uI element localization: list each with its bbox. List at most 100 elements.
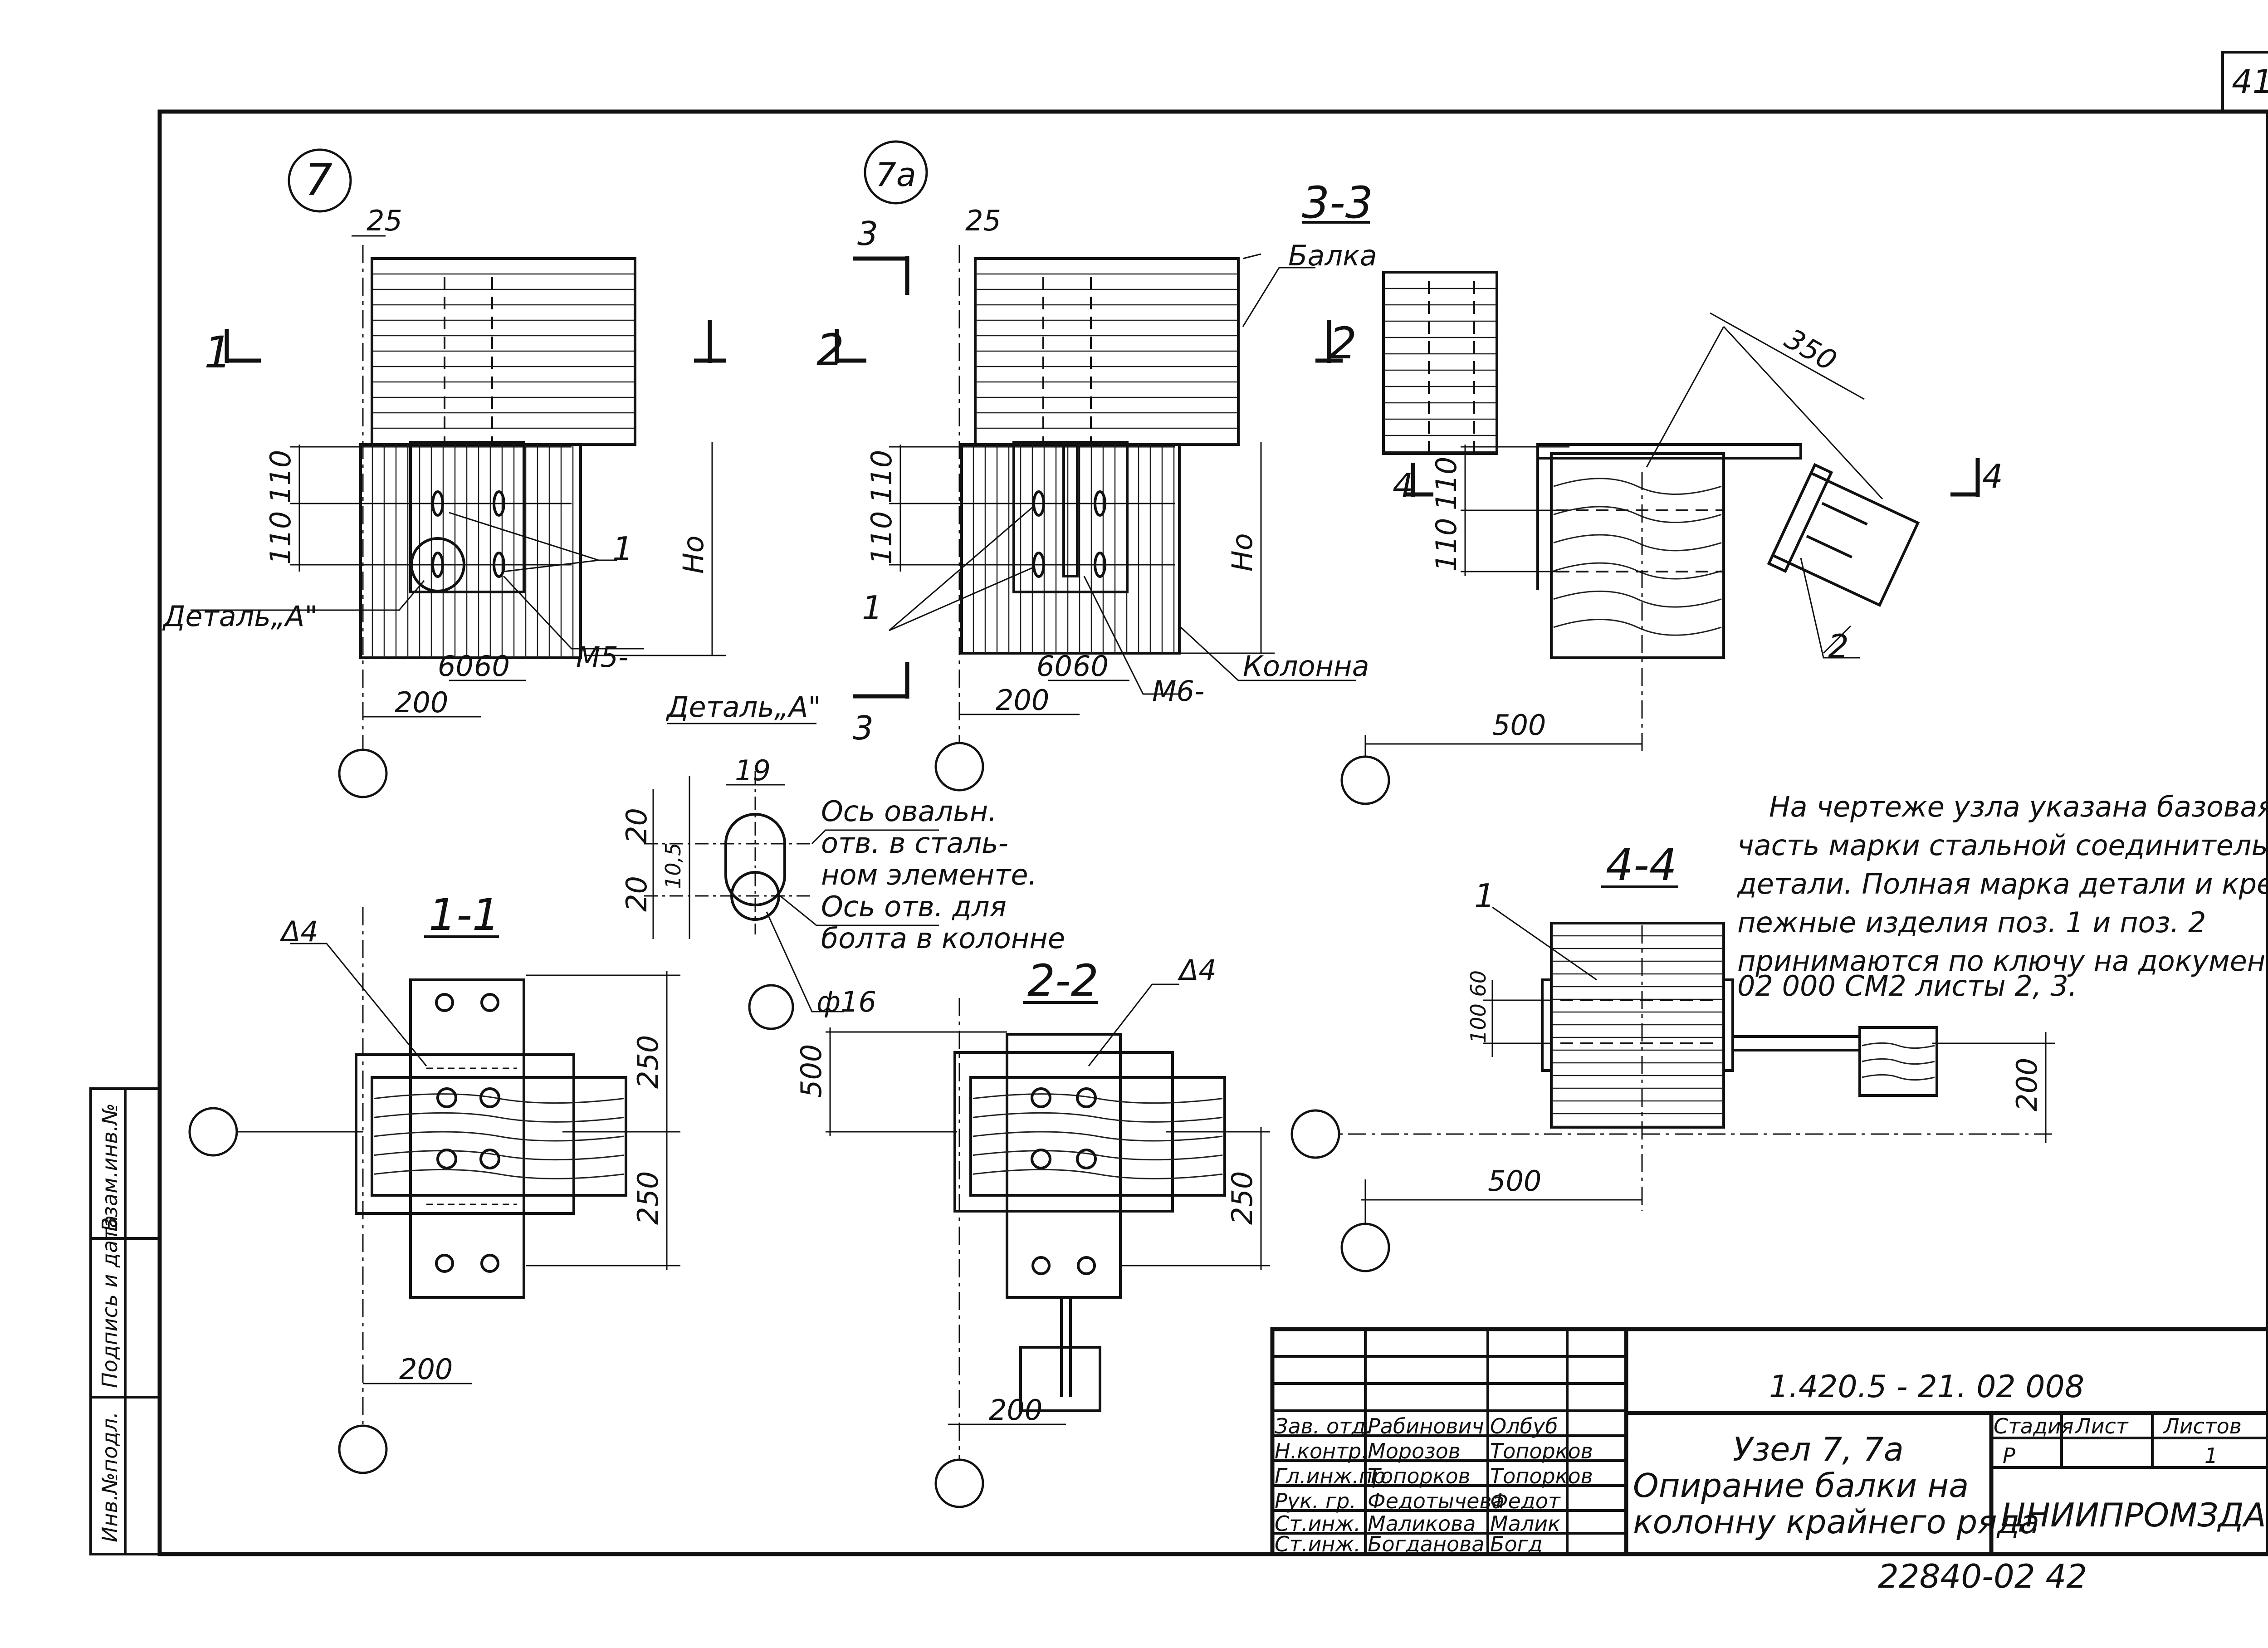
sheets-value: 1 (2204, 1443, 2218, 1468)
detail-a-label-center: Деталь„А" (665, 690, 821, 724)
strip-replace-inv: Взам.инв.№ (98, 1103, 122, 1232)
dim-25-right: 25 (965, 204, 1001, 237)
section-3-3: 3-3 35 (1302, 177, 2003, 805)
column-7 (359, 443, 582, 659)
dim-110-3-3-bottom: 110 (1430, 518, 1463, 572)
dim-60-d: 60 (1073, 650, 1109, 683)
dim-250-2-2: 250 (1226, 1171, 1259, 1225)
dim-200-2-2: 200 (989, 1394, 1042, 1427)
note-line-6: 02 000 СМ2 листы 2, 3. (1737, 969, 2077, 1002)
delta4-1-1: Δ4 (279, 915, 318, 948)
dim-200-1-1: 200 (399, 1353, 453, 1386)
axis-marker-4-4-left (1290, 1109, 1340, 1159)
beam-7-hatch (373, 273, 634, 445)
row-4-name: Маликова (1368, 1511, 1476, 1536)
ho-label-7a: Но (1226, 533, 1259, 572)
row-3-name: Федотычева (1368, 1489, 1505, 1513)
row-2-sign: Топорков (1490, 1464, 1593, 1488)
axis-marker-4-4-bottom (1340, 1223, 1390, 1272)
axis-marker-1-1-left (188, 1107, 238, 1157)
row-0-sign: Олбуб (1490, 1414, 1558, 1438)
row-2-name: Топорков (1368, 1464, 1471, 1488)
row-0-role: Зав. отд. (1275, 1414, 1372, 1438)
stage-value: Р (2003, 1443, 2015, 1468)
pos-1-label-4-4: 1 (1474, 877, 1495, 915)
bottom-number: 22840-02 42 (1878, 1557, 2087, 1595)
section-1-1-title: 1-1 (429, 890, 500, 940)
section-2-2-title: 2-2 (1027, 955, 1099, 1006)
dim-250-1-1-top: 250 (631, 1035, 665, 1089)
row-2-role: Гл.инж.пр. (1275, 1464, 1393, 1488)
dim-110-top: 110 (264, 450, 297, 504)
oval-note-3: ном элементе. (821, 858, 1037, 891)
section-1-mark-left: 1 (204, 327, 232, 378)
title-block: 1.420.5 - 21. 02 008 Узел 7, 7а Опирание… (1270, 1327, 2268, 1556)
plate-7 (409, 441, 525, 593)
note-line-2: часть марки стальной соединительной (1737, 829, 2268, 862)
section-4-4: 4-4 1 100 60 200 500 (1290, 840, 2055, 1272)
row-3-role: Рук. гр. (1275, 1489, 1356, 1513)
signatory-rows: Зав. отд. Рабинович Олбуб Н.контр. Мороз… (1275, 1414, 1593, 1556)
detail-a: 19 20 20 10,5 Ось овальн. отв. в сталь- … (620, 754, 1065, 1030)
sheet-frame (89, 51, 2268, 1556)
dim-110-7a-bottom: 110 (865, 511, 898, 565)
doc-code: 1.420.5 - 21. 02 008 (1769, 1369, 2084, 1405)
node-7-elevation: 7 25 (162, 148, 726, 798)
dim-20-bottom: 20 (620, 876, 653, 912)
row-5-sign: Богд (1490, 1532, 1543, 1556)
row-3-sign: Федот (1490, 1489, 1561, 1513)
m6-label: М6- (1152, 675, 1204, 708)
dim-200-4-4: 200 (2010, 1058, 2043, 1111)
title-line-1: Узел 7, 7а (1733, 1430, 1904, 1468)
row-1-name: Морозов (1368, 1439, 1461, 1463)
oval-note-1: Ось овальн. (821, 795, 997, 828)
section-4-mark-left: 4 (1393, 466, 1413, 504)
col-stage: Стадия (1994, 1414, 2073, 1438)
node-7a-marker (864, 140, 928, 205)
axis-marker-2-2 (934, 1458, 984, 1508)
row-5-name: Богданова (1368, 1532, 1484, 1556)
axis-marker-3-3 (1340, 755, 1390, 805)
org-name: ЦНИИПРОМЗДАНИЙ (2000, 1496, 2268, 1534)
ho-label-7: Но (677, 535, 710, 574)
pos-2-label: 2 (1828, 627, 1849, 665)
section-4-mark-right: 4 (1982, 457, 2003, 495)
dim-25-left: 25 (367, 204, 402, 237)
note-line-5: принимаются по ключу на документе (1737, 944, 2268, 978)
dim-250-1-1-bottom: 250 (631, 1171, 665, 1225)
dim-60-a: 60 (438, 650, 474, 683)
row-0-name: Рабинович (1368, 1414, 1484, 1438)
strip-inv-no: Инв.№подл. (98, 1412, 122, 1542)
row-1-role: Н.контр. (1275, 1439, 1368, 1463)
phi16-label: ф16 (816, 985, 876, 1018)
dim-110-bottom: 110 (264, 511, 297, 565)
node-7-marker (288, 148, 352, 213)
axis-marker-7 (338, 748, 388, 798)
col-sheets: Листов (2163, 1414, 2242, 1438)
axis-marker-7a (934, 742, 984, 792)
section-1-1: 1-1 Δ4 250 250 200 (188, 890, 680, 1474)
dim-110-3-3-top: 110 (1430, 457, 1463, 510)
section-4-4-title: 4-4 (1606, 840, 1677, 890)
row-1-sign: Топорков (1490, 1439, 1593, 1463)
dim-110-7a-top: 110 (865, 450, 898, 504)
row-4-role: Ст.инж. (1275, 1511, 1361, 1536)
detail-a-label-7: Деталь„А" (162, 600, 318, 633)
oval-note-5: болта в колонне (821, 922, 1065, 955)
page-number: 41 (2232, 63, 2268, 101)
note-line-3: детали. Полная марка детали и кре- (1737, 867, 2268, 900)
row-5-role: Ст.инж. (1275, 1532, 1361, 1556)
node-7a-elevation: 7а 2 (665, 140, 1377, 792)
dim-200-7: 200 (395, 686, 448, 719)
axis-marker-detail-a (748, 984, 794, 1030)
dim-500-3-3: 500 (1492, 709, 1546, 742)
oval-note-4: Ось отв. для (821, 890, 1007, 923)
title-line-2: Опирание балки на (1633, 1467, 1969, 1505)
dim-500-2-2: 500 (795, 1044, 828, 1098)
dim-19: 19 (735, 754, 771, 787)
node-7-number: 7 (305, 155, 332, 205)
axis-marker-1-1-bottom (338, 1424, 388, 1474)
section-2-mark-left: 2 (816, 325, 844, 376)
section-3-mark-top: 3 (857, 215, 878, 253)
